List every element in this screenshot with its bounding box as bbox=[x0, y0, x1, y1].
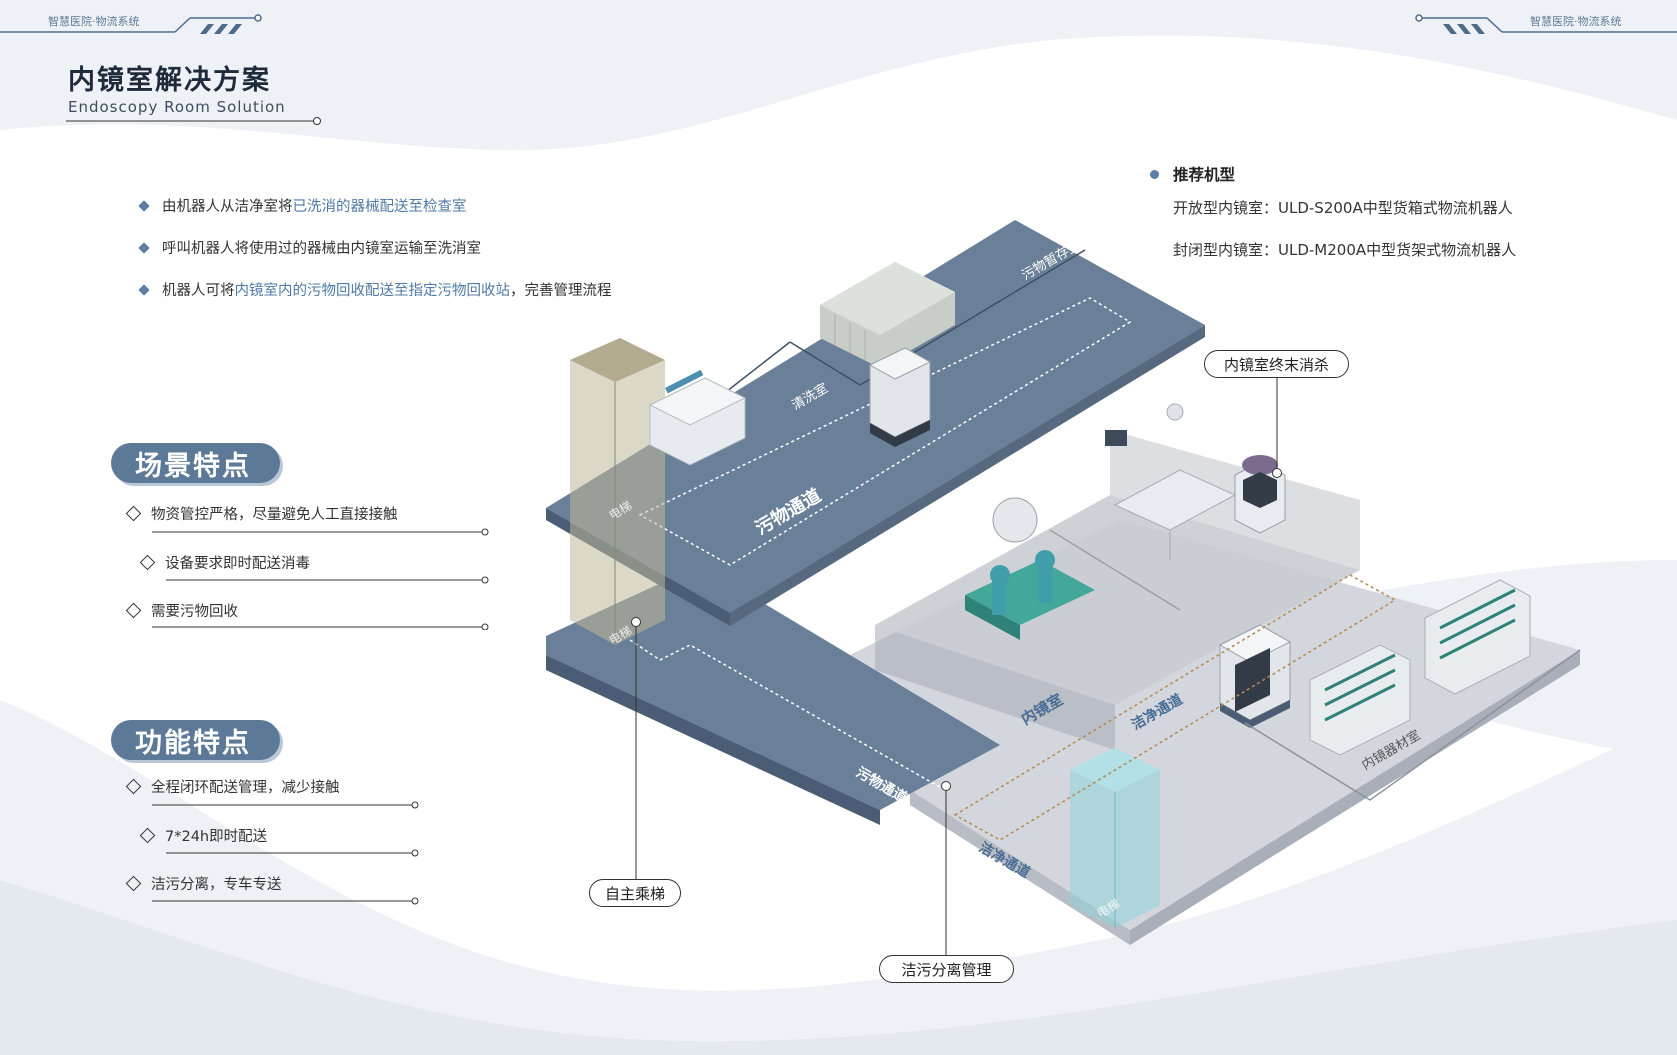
title-underline bbox=[66, 117, 321, 125]
bullet-2-text: 呼叫机器人将使用过的器械由内镜室运输至洗消室 bbox=[162, 241, 481, 257]
scene-feature-1: 物资管控严格，尽量避免人工直接接触 bbox=[125, 503, 398, 524]
scene-feature-2: 设备要求即时配送消毒 bbox=[139, 552, 310, 573]
bullet-2: 呼叫机器人将使用过的器械由内镜室运输至洗消室 bbox=[138, 237, 481, 258]
header-label-right: 智慧医院·物流系统 bbox=[1530, 15, 1622, 28]
bullet-1: 由机器人从洁净室将已洗消的器械配送至检查室 bbox=[138, 195, 467, 216]
lower-robot bbox=[1218, 624, 1292, 728]
bullet-3: 机器人可将内镜室内的污物回收配送至指定污物回收站，完善管理流程 bbox=[138, 279, 612, 300]
function-feature-1: 全程闭环配送管理，减少接触 bbox=[125, 776, 340, 797]
bullet-3-text: 机器人可将内镜室内的污物回收配送至指定污物回收站，完善管理流程 bbox=[162, 283, 612, 299]
endoscopy-room-floor bbox=[875, 495, 1360, 705]
scene-feature-3: 需要污物回收 bbox=[125, 600, 238, 621]
operating-table bbox=[965, 497, 1095, 640]
bullet-1-text: 由机器人从洁净室将已洗消的器械配送至检查室 bbox=[162, 199, 467, 215]
function-feature-3: 洁污分离，专车专送 bbox=[125, 873, 282, 894]
function-feature-2: 7*24h即时配送 bbox=[139, 825, 267, 846]
scene-features-badge: 场景特点 bbox=[111, 443, 280, 483]
elevator-shaft-left bbox=[570, 338, 665, 645]
recommended-line-2: 封闭型内镜室：ULD-M200A中型货架式物流机器人 bbox=[1173, 241, 1517, 259]
lower-dirty-corridor bbox=[546, 565, 1000, 810]
function-feature-lines bbox=[152, 801, 419, 905]
recommended-line-1: 开放型内镜室：ULD-S200A中型货箱式物流机器人 bbox=[1173, 199, 1513, 217]
header-label-left: 智慧医院·物流系统 bbox=[48, 15, 140, 28]
callout-auto-elevator: 自主乘梯 bbox=[589, 879, 681, 907]
disinfection-robot bbox=[1234, 455, 1286, 534]
bullet-dot-icon bbox=[1150, 169, 1159, 179]
materials-shelves bbox=[1309, 579, 1531, 756]
callout-clean-dirty-separation: 洁污分离管理 bbox=[879, 955, 1014, 983]
page-title: 内镜室解决方案 bbox=[68, 65, 271, 96]
callout-terminal-disinfection: 内镜室终末消杀 bbox=[1204, 350, 1349, 378]
page-subtitle: Endoscopy Room Solution bbox=[68, 98, 286, 116]
upper-robot bbox=[868, 347, 932, 447]
recommended-title: 推荐机型 bbox=[1150, 163, 1235, 185]
scene-feature-lines bbox=[152, 528, 489, 630]
function-features-badge: 功能特点 bbox=[111, 720, 280, 760]
header-deco-left bbox=[0, 14, 262, 34]
header-deco-right bbox=[1415, 14, 1677, 34]
